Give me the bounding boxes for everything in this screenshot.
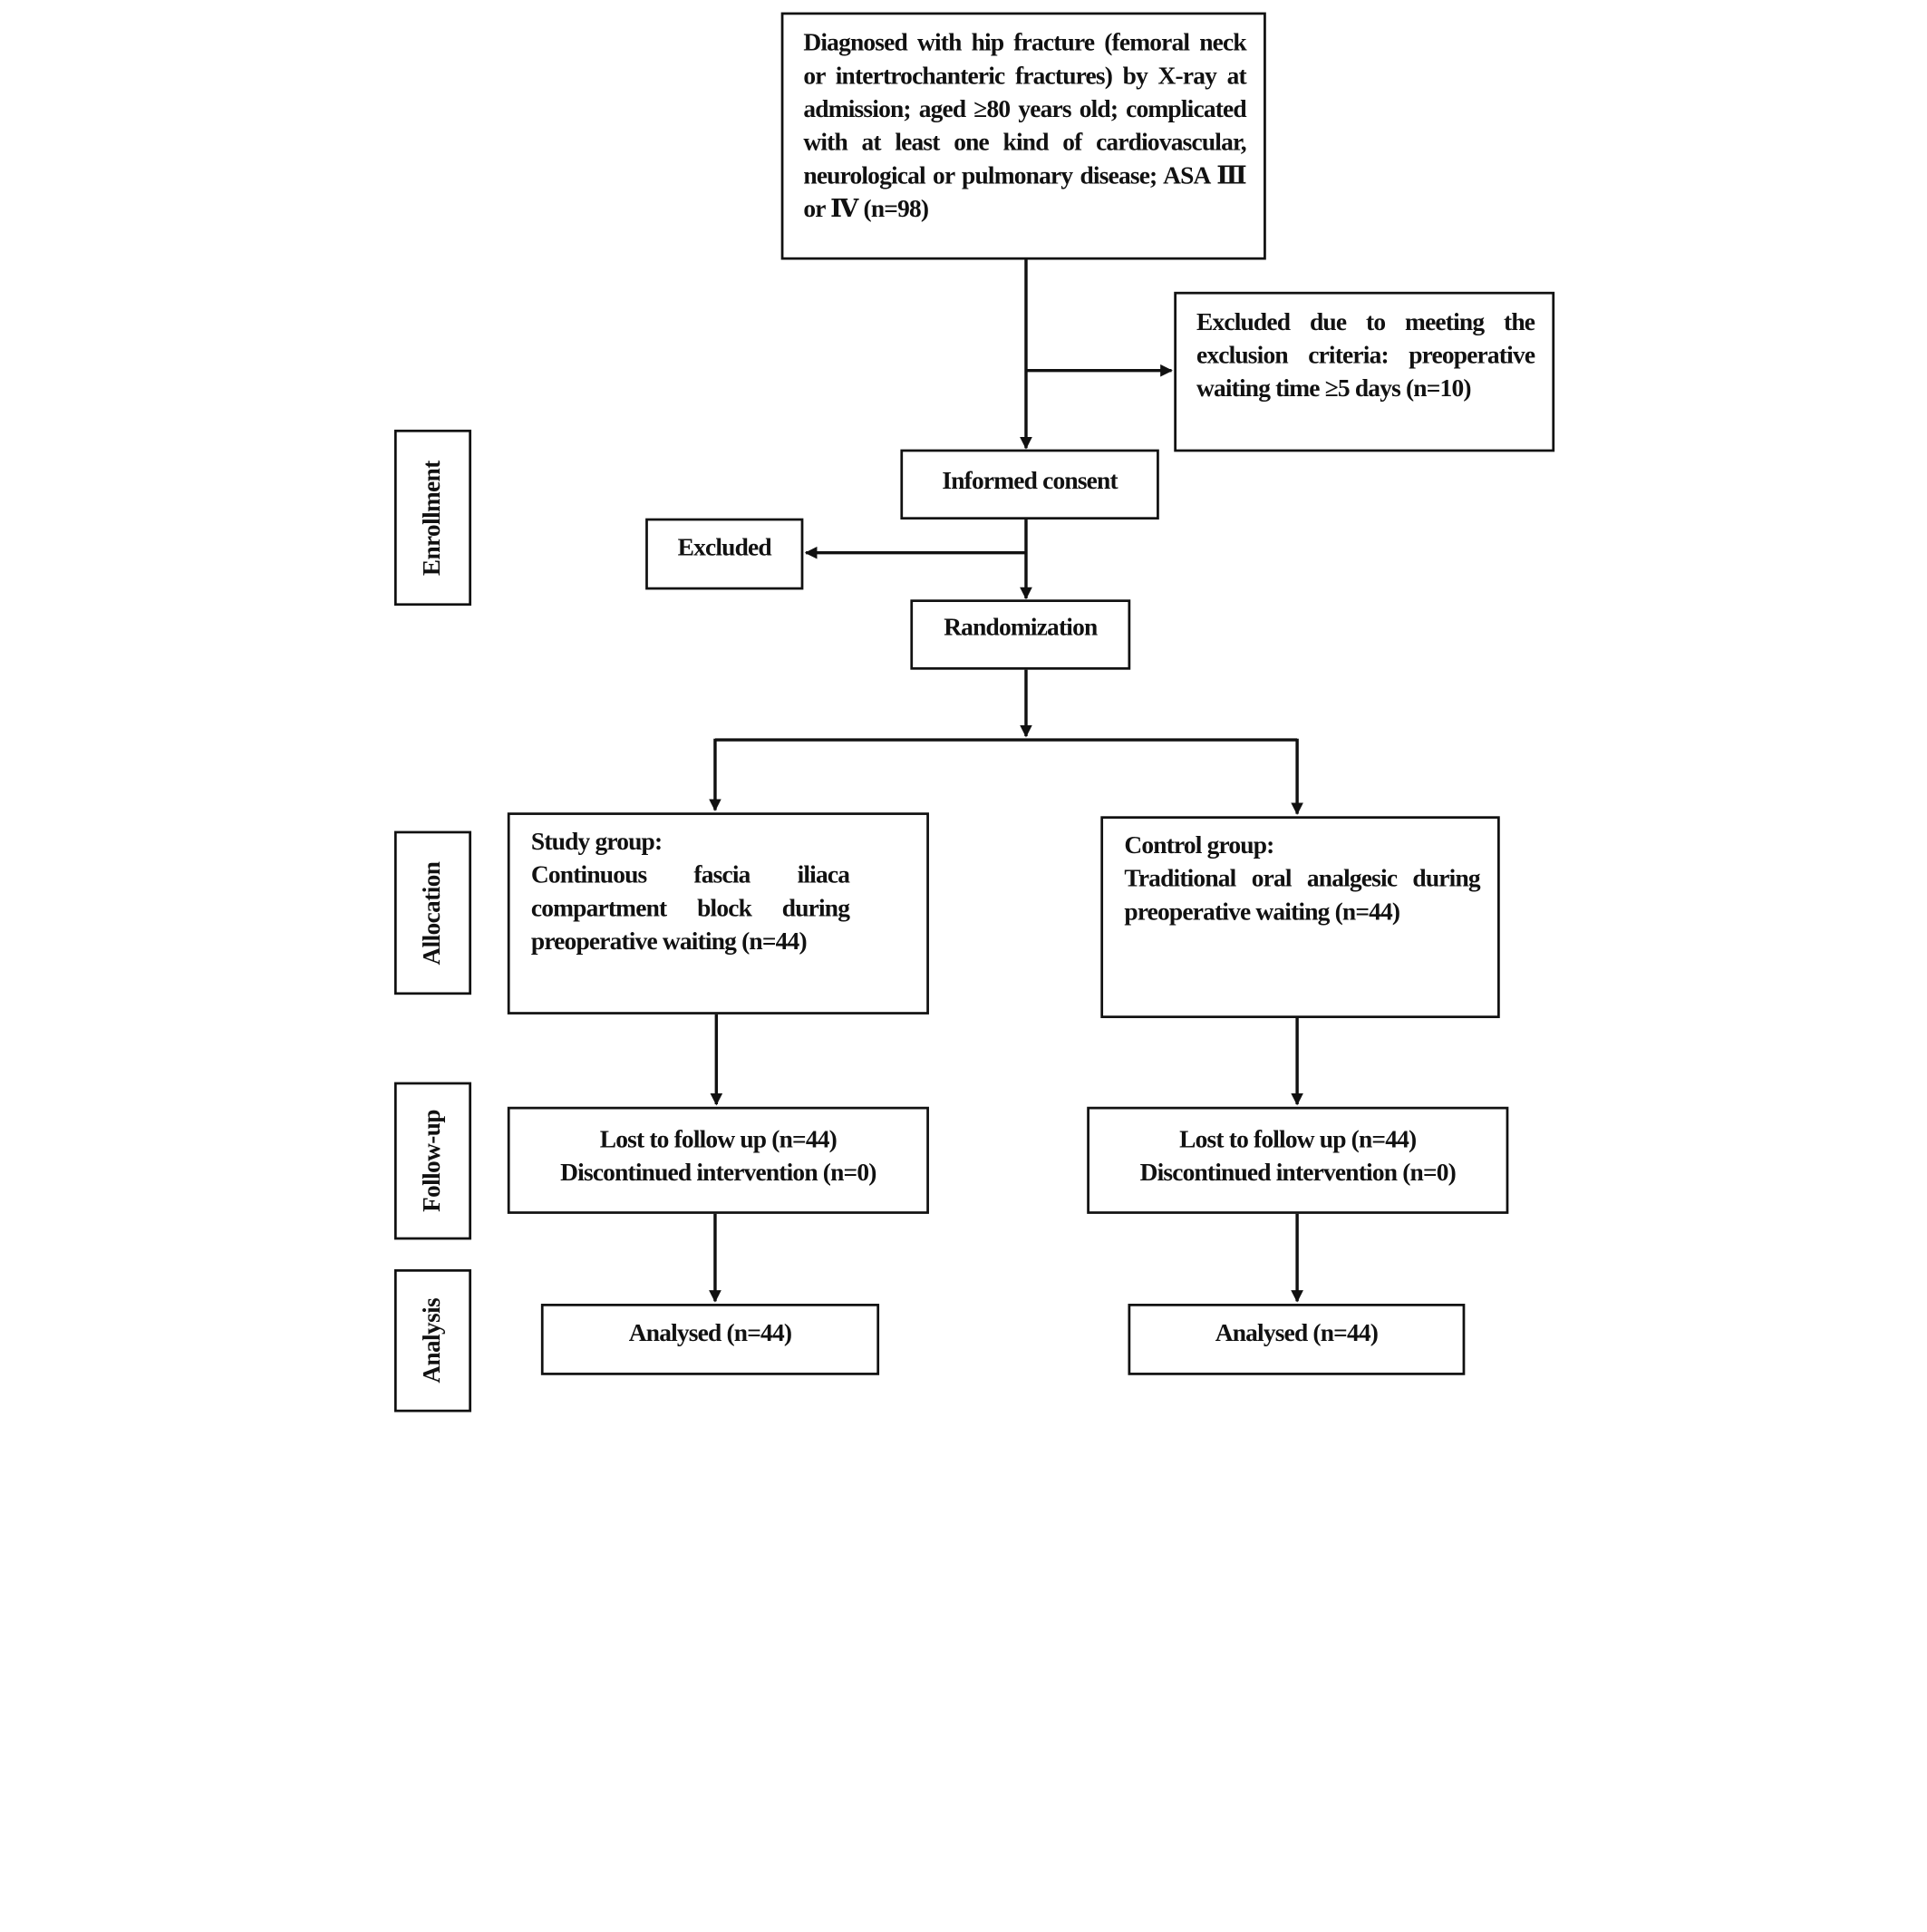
stage-analysis-label: Analysis [418, 1297, 446, 1383]
followup-control-discontinued: Discontinued intervention (n=0) [1139, 1159, 1457, 1187]
eligibility-text: Diagnosed with hip fracture (femoral nec… [803, 29, 1246, 223]
randomization-box: Randomization [910, 599, 1131, 670]
exclusion-criteria-box: Excluded due to meeting the exclusion cr… [1174, 291, 1555, 452]
informed-consent-text: Informed consent [942, 468, 1118, 495]
informed-consent-box: Informed consent [900, 449, 1159, 520]
followup-control-box: Lost to follow up (n=44) Discontinued in… [1087, 1106, 1509, 1214]
control-group-title: Control group: [1124, 831, 1274, 859]
analysis-study-box: Analysed (n=44) [540, 1304, 880, 1375]
excluded-text: Excluded [677, 533, 772, 561]
followup-control-lost: Lost to follow up (n=44) [1179, 1125, 1417, 1153]
stage-allocation: Allocation [393, 830, 472, 995]
stage-analysis: Analysis [393, 1268, 472, 1413]
study-group-title: Study group: [530, 828, 663, 856]
control-group-description: Traditional oral analgesic during preope… [1124, 865, 1480, 927]
randomization-text: Randomization [944, 614, 1098, 642]
analysis-control-box: Analysed (n=44) [1128, 1304, 1466, 1375]
control-group-box: Control group: Traditional oral analgesi… [1100, 816, 1500, 1018]
study-group-box: Study group: Continuous fascia iliaca co… [507, 812, 929, 1015]
stage-enrollment: Enrollment [393, 429, 472, 607]
analysis-control-text: Analysed (n=44) [1215, 1318, 1379, 1346]
followup-study-discontinued: Discontinued intervention (n=0) [560, 1159, 876, 1187]
stage-allocation-label: Allocation [418, 860, 446, 965]
stage-followup: Follow-up [393, 1082, 472, 1240]
followup-study-box: Lost to follow up (n=44) Discontinued in… [507, 1106, 929, 1214]
study-group-description: Continuous fascia iliaca compartment blo… [530, 861, 850, 956]
stage-enrollment-label: Enrollment [418, 460, 446, 576]
excluded-box: Excluded [645, 518, 804, 590]
connector-lines [709, 258, 1303, 1303]
stage-followup-label: Follow-up [418, 1110, 446, 1212]
followup-study-lost: Lost to follow up (n=44) [599, 1125, 838, 1153]
eligibility-box: Diagnosed with hip fracture (femoral nec… [780, 12, 1266, 260]
analysis-study-text: Analysed (n=44) [628, 1318, 792, 1346]
exclusion-criteria-text: Excluded due to meeting the exclusion cr… [1196, 308, 1535, 403]
